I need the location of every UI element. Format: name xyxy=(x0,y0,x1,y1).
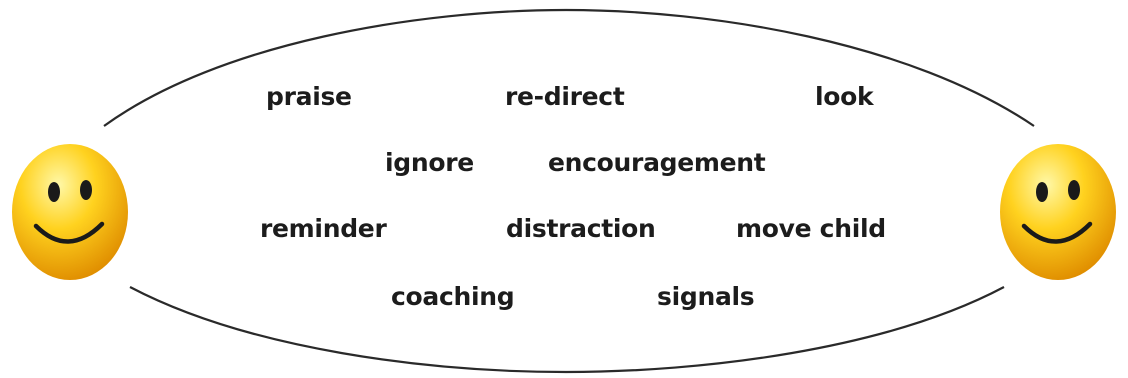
word-move-child: move child xyxy=(736,214,886,243)
word-signals: signals xyxy=(657,282,755,311)
smiley-face-icon xyxy=(12,144,128,280)
ellipse-lower-arc xyxy=(129,286,1005,374)
word-ignore: ignore xyxy=(385,148,474,177)
word-distraction: distraction xyxy=(506,214,656,243)
smiley-face-icon xyxy=(1000,144,1116,280)
word-reminder: reminder xyxy=(260,214,387,243)
word-re-direct: re-direct xyxy=(505,82,625,111)
word-praise: praise xyxy=(266,82,352,111)
word-coaching: coaching xyxy=(391,282,515,311)
ellipse-upper-arc xyxy=(103,8,1035,127)
word-look: look xyxy=(815,82,874,111)
word-encouragement: encouragement xyxy=(548,148,766,177)
